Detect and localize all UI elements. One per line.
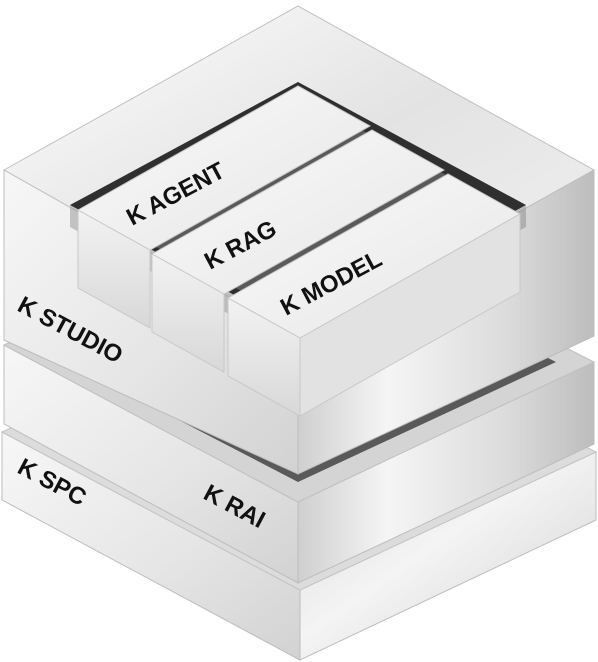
module-rag-front — [151, 253, 225, 373]
module-block-agent — [76, 85, 372, 329]
module-model-right — [299, 213, 521, 417]
module-block-rag — [150, 129, 446, 373]
module-block-model — [226, 173, 522, 417]
module-agent-front — [77, 209, 151, 329]
